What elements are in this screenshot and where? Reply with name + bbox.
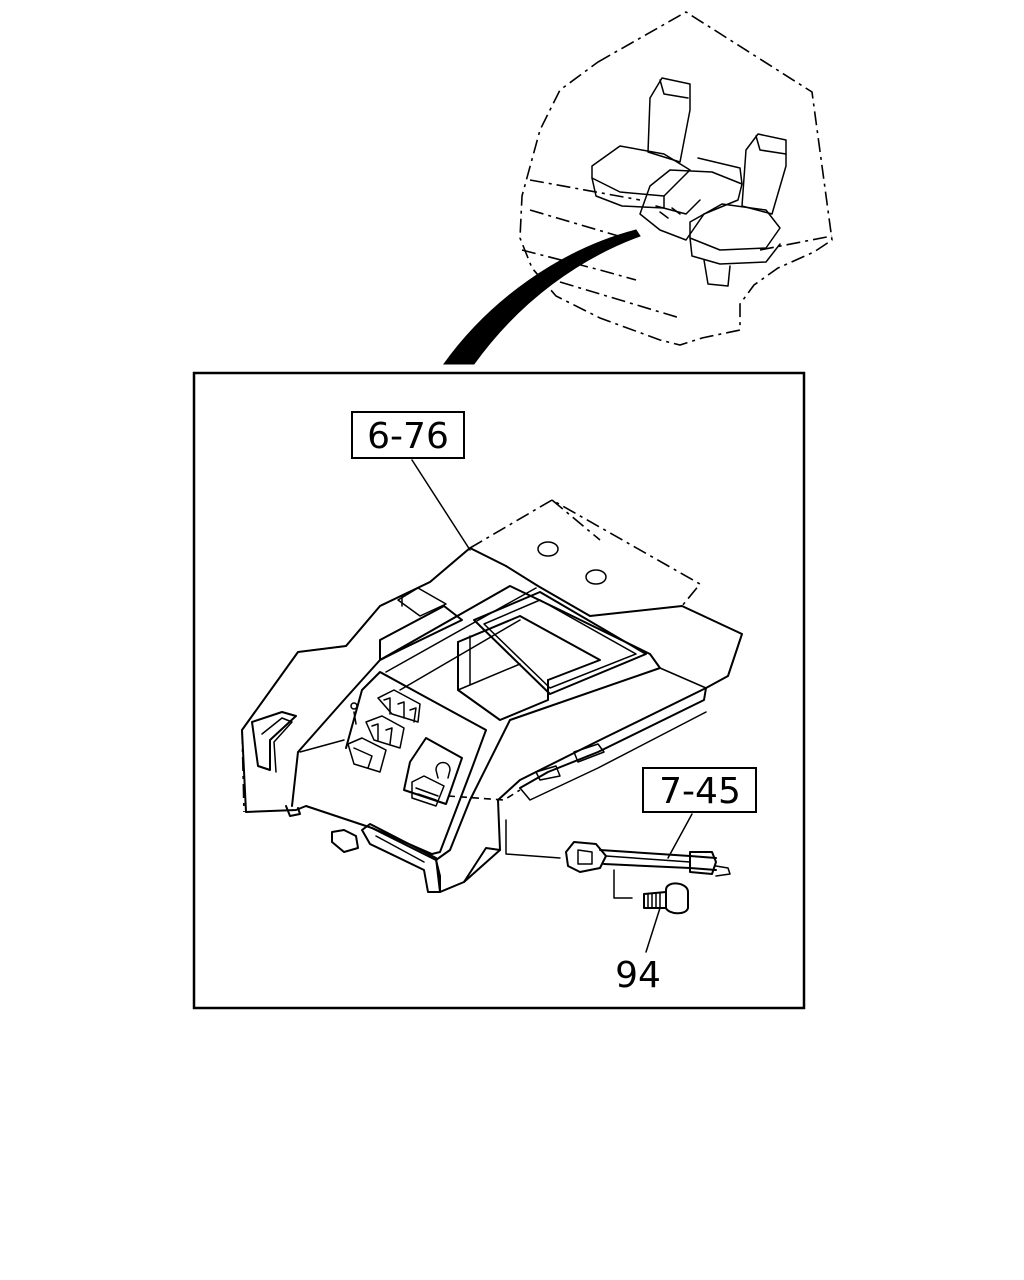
inset-leader bbox=[443, 229, 641, 365]
harness-phantom bbox=[447, 789, 521, 801]
callout-bolt[interactable]: 94 bbox=[615, 907, 661, 996]
wiring-harness bbox=[505, 819, 731, 899]
callout-label-bolt: 94 bbox=[615, 955, 661, 996]
callout-console[interactable]: 6-76 bbox=[351, 411, 471, 551]
right-seat bbox=[689, 133, 787, 287]
cab-console bbox=[639, 157, 743, 241]
center-console bbox=[241, 499, 743, 893]
callout-cable[interactable]: 7-45 bbox=[642, 767, 757, 859]
detail-frame bbox=[192, 371, 806, 1010]
callout-label-console: 6-76 bbox=[367, 416, 449, 457]
cab-overview-inset bbox=[519, 11, 833, 346]
switch-panel bbox=[347, 689, 421, 773]
bolt bbox=[643, 882, 689, 915]
callout-label-cable: 7-45 bbox=[659, 771, 741, 812]
left-seat bbox=[591, 77, 691, 209]
accessory-socket bbox=[403, 737, 463, 807]
